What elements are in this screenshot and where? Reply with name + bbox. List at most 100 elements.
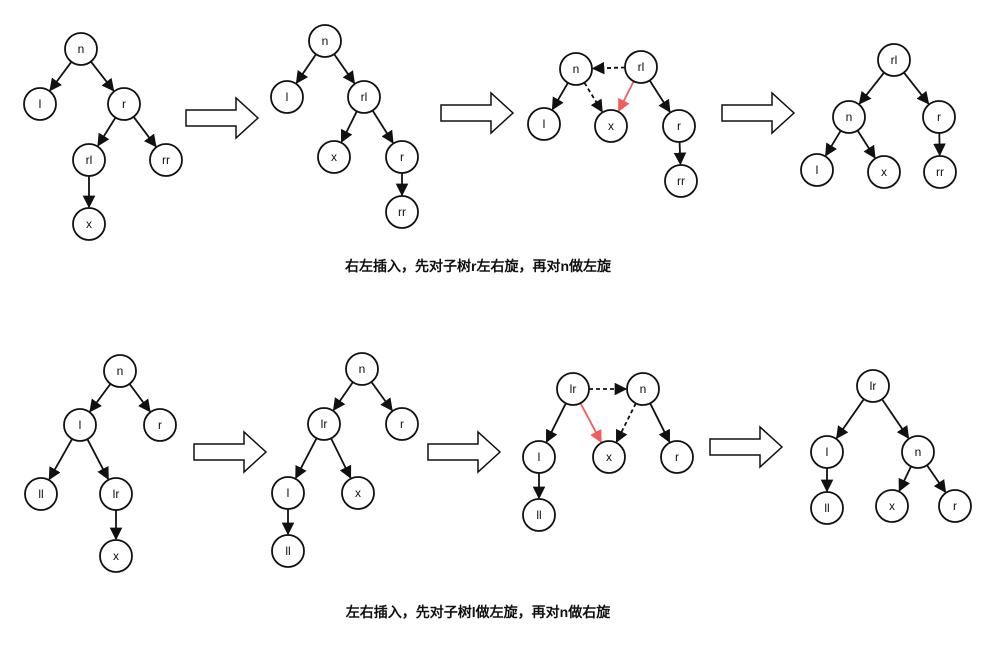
node-circle <box>270 80 304 114</box>
tree-node-n: n <box>901 435 935 469</box>
tree-edge-lr-to-l <box>835 398 865 440</box>
node-label: x <box>881 165 887 179</box>
transition-arrow-icon <box>427 430 502 474</box>
tree-edge-n-to-x <box>856 130 876 159</box>
tree-edge-n-to-r <box>926 464 947 494</box>
tree-node-l: l <box>810 435 844 469</box>
tree-node-lr: lr <box>556 372 590 406</box>
caption-right-left: 右左插入，先对子树r左右旋，再对n做左旋 <box>344 258 612 274</box>
node-label: l <box>826 445 829 459</box>
tree-node-x: x <box>317 140 351 174</box>
tree-node-l: l <box>522 440 556 474</box>
node-label: lr <box>113 487 120 501</box>
tree-node-lr: lr <box>856 369 890 403</box>
tree-node-r: r <box>143 408 177 442</box>
node-circle <box>107 87 141 121</box>
transition-arrow-icon <box>440 91 515 135</box>
node-circle <box>867 155 901 189</box>
tree-edge-n-to-r <box>370 381 393 412</box>
tree-node-r: r <box>385 407 419 441</box>
tree-node-l: l <box>800 153 834 187</box>
node-circle <box>72 143 106 177</box>
tree-node-rl: rl <box>624 50 658 84</box>
node-label: x <box>355 486 361 500</box>
node-label: x <box>86 217 92 231</box>
tree-node-r: r <box>922 100 956 134</box>
node-circle <box>592 440 626 474</box>
node-label: n <box>846 110 853 124</box>
tree-edge-n-to-l <box>49 61 73 92</box>
node-label: lr <box>321 417 328 431</box>
tree-node-n: n <box>626 372 660 406</box>
transition-arrow-icon <box>193 430 268 474</box>
node-circle <box>341 476 375 510</box>
node-circle <box>72 207 106 241</box>
node-circle <box>385 195 419 229</box>
tree-edge-n-to-lr <box>332 381 354 412</box>
tree-node-n: n <box>308 24 342 58</box>
tree-node-ll: ll <box>271 534 305 568</box>
node-label: rl <box>891 53 898 67</box>
node-label: rr <box>162 153 170 167</box>
node-circle <box>24 477 58 511</box>
node-circle <box>307 407 341 441</box>
node-label: r <box>158 418 162 432</box>
tree-edge-n-to-l <box>89 383 112 413</box>
node-label: ll <box>824 501 829 515</box>
tree-node-x: x <box>867 155 901 189</box>
node-circle <box>559 52 593 86</box>
tree-node-rr: rr <box>149 143 183 177</box>
node-label: rr <box>677 174 685 188</box>
tree-node-n: n <box>559 52 593 86</box>
node-circle <box>149 143 183 177</box>
tree-edge-n-to-r <box>128 383 151 413</box>
tree-edge-rl-to-x <box>340 110 358 143</box>
node-label: rl <box>86 153 93 167</box>
tree-node-x: x <box>99 539 133 573</box>
node-circle <box>800 153 834 187</box>
tree-node-ll: ll <box>810 491 844 525</box>
node-label: l <box>286 90 289 104</box>
node-label: l <box>543 117 546 131</box>
node-label: r <box>937 110 941 124</box>
node-label: l <box>79 418 82 432</box>
transition-arrow-icon <box>709 425 784 469</box>
node-circle <box>662 109 696 143</box>
node-label: l <box>287 486 290 500</box>
tree-node-l: l <box>270 80 304 114</box>
tree-node-x: x <box>72 207 106 241</box>
tree-node-l: l <box>23 87 57 121</box>
node-label: ll <box>536 508 541 522</box>
node-circle <box>810 491 844 525</box>
node-circle <box>901 435 935 469</box>
node-label: x <box>889 499 895 513</box>
node-circle <box>660 440 694 474</box>
node-circle <box>308 24 342 58</box>
tree-edge-lr-to-x-highlight <box>579 402 602 444</box>
node-label: n <box>322 34 329 48</box>
node-circle <box>385 407 419 441</box>
tree-edge-n-to-l <box>825 130 842 157</box>
node-circle <box>347 80 381 114</box>
tree-node-ll: ll <box>522 498 556 532</box>
tree-node-r: r <box>107 87 141 121</box>
tree-edge-rl-to-r <box>648 79 671 113</box>
tree-node-ll: ll <box>24 477 58 511</box>
tree-node-rl: rl <box>877 43 911 77</box>
node-label: r <box>400 150 404 164</box>
tree-edge-lr-to-l <box>295 437 318 480</box>
node-circle <box>624 50 658 84</box>
tree-node-l: l <box>63 408 97 442</box>
transition-arrow-icon <box>721 91 796 135</box>
node-circle <box>875 489 909 523</box>
tree-node-x: x <box>592 440 626 474</box>
node-label: ll <box>285 544 290 558</box>
tree-node-l: l <box>527 107 561 141</box>
tree-node-rr: rr <box>923 155 957 189</box>
node-circle <box>103 354 137 388</box>
tree-node-n: n <box>345 352 379 386</box>
node-label: n <box>640 382 647 396</box>
tree-edge-r-to-rr <box>132 116 157 148</box>
node-circle <box>143 408 177 442</box>
